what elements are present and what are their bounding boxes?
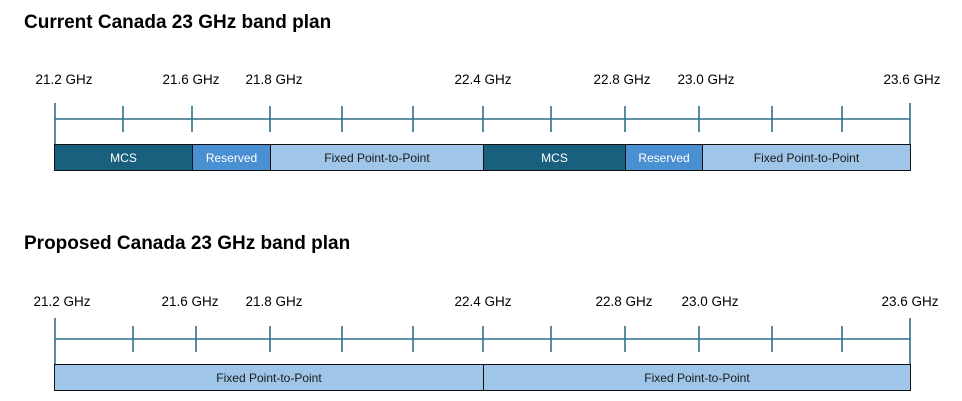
- band-mcs-1: MCS: [54, 144, 193, 171]
- freq-label-21-8: 21.8 GHz: [245, 72, 303, 87]
- current-band-plan-title: Current Canada 23 GHz band plan: [24, 12, 332, 33]
- freq-label-23-6: 23.6 GHz: [883, 72, 941, 87]
- freq-label-22-4: 22.4 GHz: [454, 294, 512, 309]
- freq-label-21-2: 21.2 GHz: [35, 72, 93, 87]
- band-fixed-p2p-proposed-2: Fixed Point-to-Point: [483, 364, 911, 391]
- proposed-band-plan-title: Proposed Canada 23 GHz band plan: [24, 233, 351, 254]
- freq-label-21-8: 21.8 GHz: [245, 294, 303, 309]
- band-reserved-2: Reserved: [625, 144, 703, 171]
- freq-label-21-6: 21.6 GHz: [162, 72, 220, 87]
- band-fixed-p2p-1: Fixed Point-to-Point: [270, 144, 484, 171]
- freq-label-22-8: 22.8 GHz: [595, 294, 653, 309]
- band-fixed-p2p-2: Fixed Point-to-Point: [702, 144, 911, 171]
- freq-label-22-4: 22.4 GHz: [454, 72, 512, 87]
- freq-label-21-2: 21.2 GHz: [33, 294, 91, 309]
- freq-label-23-6: 23.6 GHz: [881, 294, 939, 309]
- band-fixed-p2p-proposed-1: Fixed Point-to-Point: [54, 364, 484, 391]
- freq-label-21-6: 21.6 GHz: [161, 294, 219, 309]
- band-mcs-2: MCS: [483, 144, 626, 171]
- freq-label-22-8: 22.8 GHz: [593, 72, 651, 87]
- freq-label-23-0: 23.0 GHz: [677, 72, 735, 87]
- freq-label-23-0: 23.0 GHz: [681, 294, 739, 309]
- band-reserved-1: Reserved: [192, 144, 271, 171]
